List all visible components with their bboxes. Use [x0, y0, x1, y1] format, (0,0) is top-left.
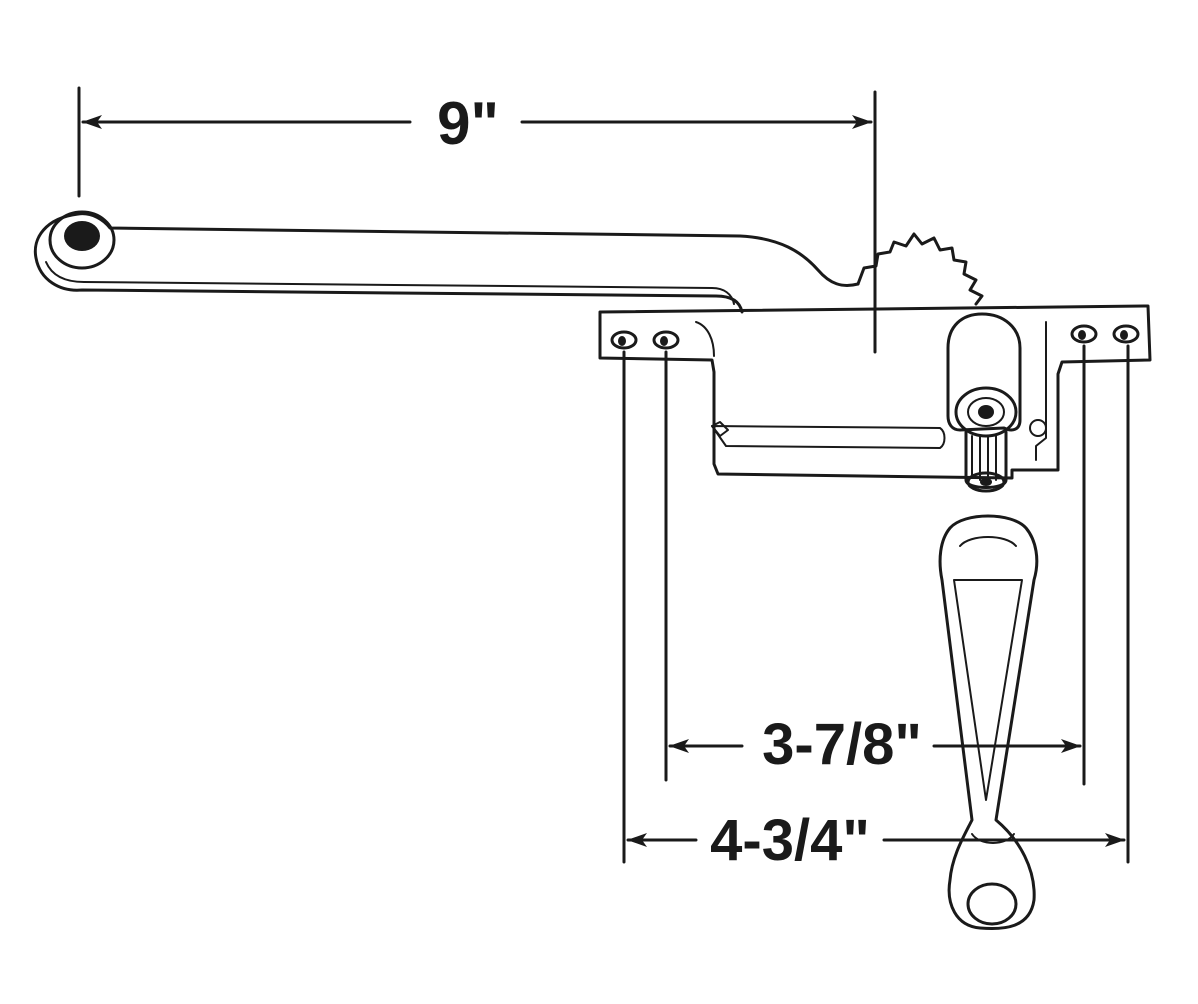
mount-hole-outer-right-dot [1120, 330, 1128, 340]
mount-hole-inner-right [1070, 324, 1098, 344]
gear-teeth [856, 232, 984, 306]
handle-neck-line [971, 833, 1015, 844]
bracket-channel-floor [711, 425, 946, 449]
mount-hole-outer-left-dot [618, 336, 626, 346]
worm-housing [946, 312, 1022, 493]
arm-top-edge [76, 212, 860, 287]
crank-handle [938, 514, 1039, 930]
worm-housing-collar [954, 386, 1018, 438]
spline-tip-hole [980, 478, 992, 486]
mount-hole-outer-left [610, 330, 638, 350]
mount-hole-outer-right [1112, 324, 1140, 344]
arm-inner-edge [45, 261, 735, 305]
handle-outline [938, 514, 1039, 930]
worm-housing-body [946, 312, 1022, 432]
bracket-right-wall [1035, 321, 1047, 461]
operator-arm [33, 210, 860, 314]
mount-hole-inner-left-dot [660, 336, 668, 346]
mount-hole-inner-left [652, 330, 680, 350]
handle-cap-inner [959, 536, 1017, 547]
mount-hole-inner-right-dot [1078, 330, 1086, 340]
rivet-right [1029, 419, 1047, 437]
gear-icon [856, 232, 984, 306]
spline-shaft [964, 430, 1008, 489]
worm-shaft-end [978, 405, 994, 419]
dimension-arm-length: 9" [77, 86, 877, 354]
bracket-outline [598, 304, 1152, 480]
handle-inner-taper [953, 579, 1023, 801]
arm-pivot-boss [48, 210, 116, 270]
base-bracket [598, 304, 1152, 480]
rivet-left [711, 421, 729, 437]
dimension-hole-spacing: 3-7/8" 4-3/4" [622, 344, 1130, 873]
dimension-label-outer-hole-spacing: 4-3/4" [710, 808, 870, 873]
dimension-label-inner-hole-spacing: 3-7/8" [762, 712, 922, 777]
worm-housing-collar-inner [967, 397, 1005, 427]
arm-pivot-hole-icon [64, 221, 100, 251]
dimension-label-arm-length: 9" [437, 90, 499, 157]
handle-knob-end [966, 882, 1018, 926]
bracket-channel-inner [695, 321, 715, 357]
spline-tip [966, 471, 1006, 493]
